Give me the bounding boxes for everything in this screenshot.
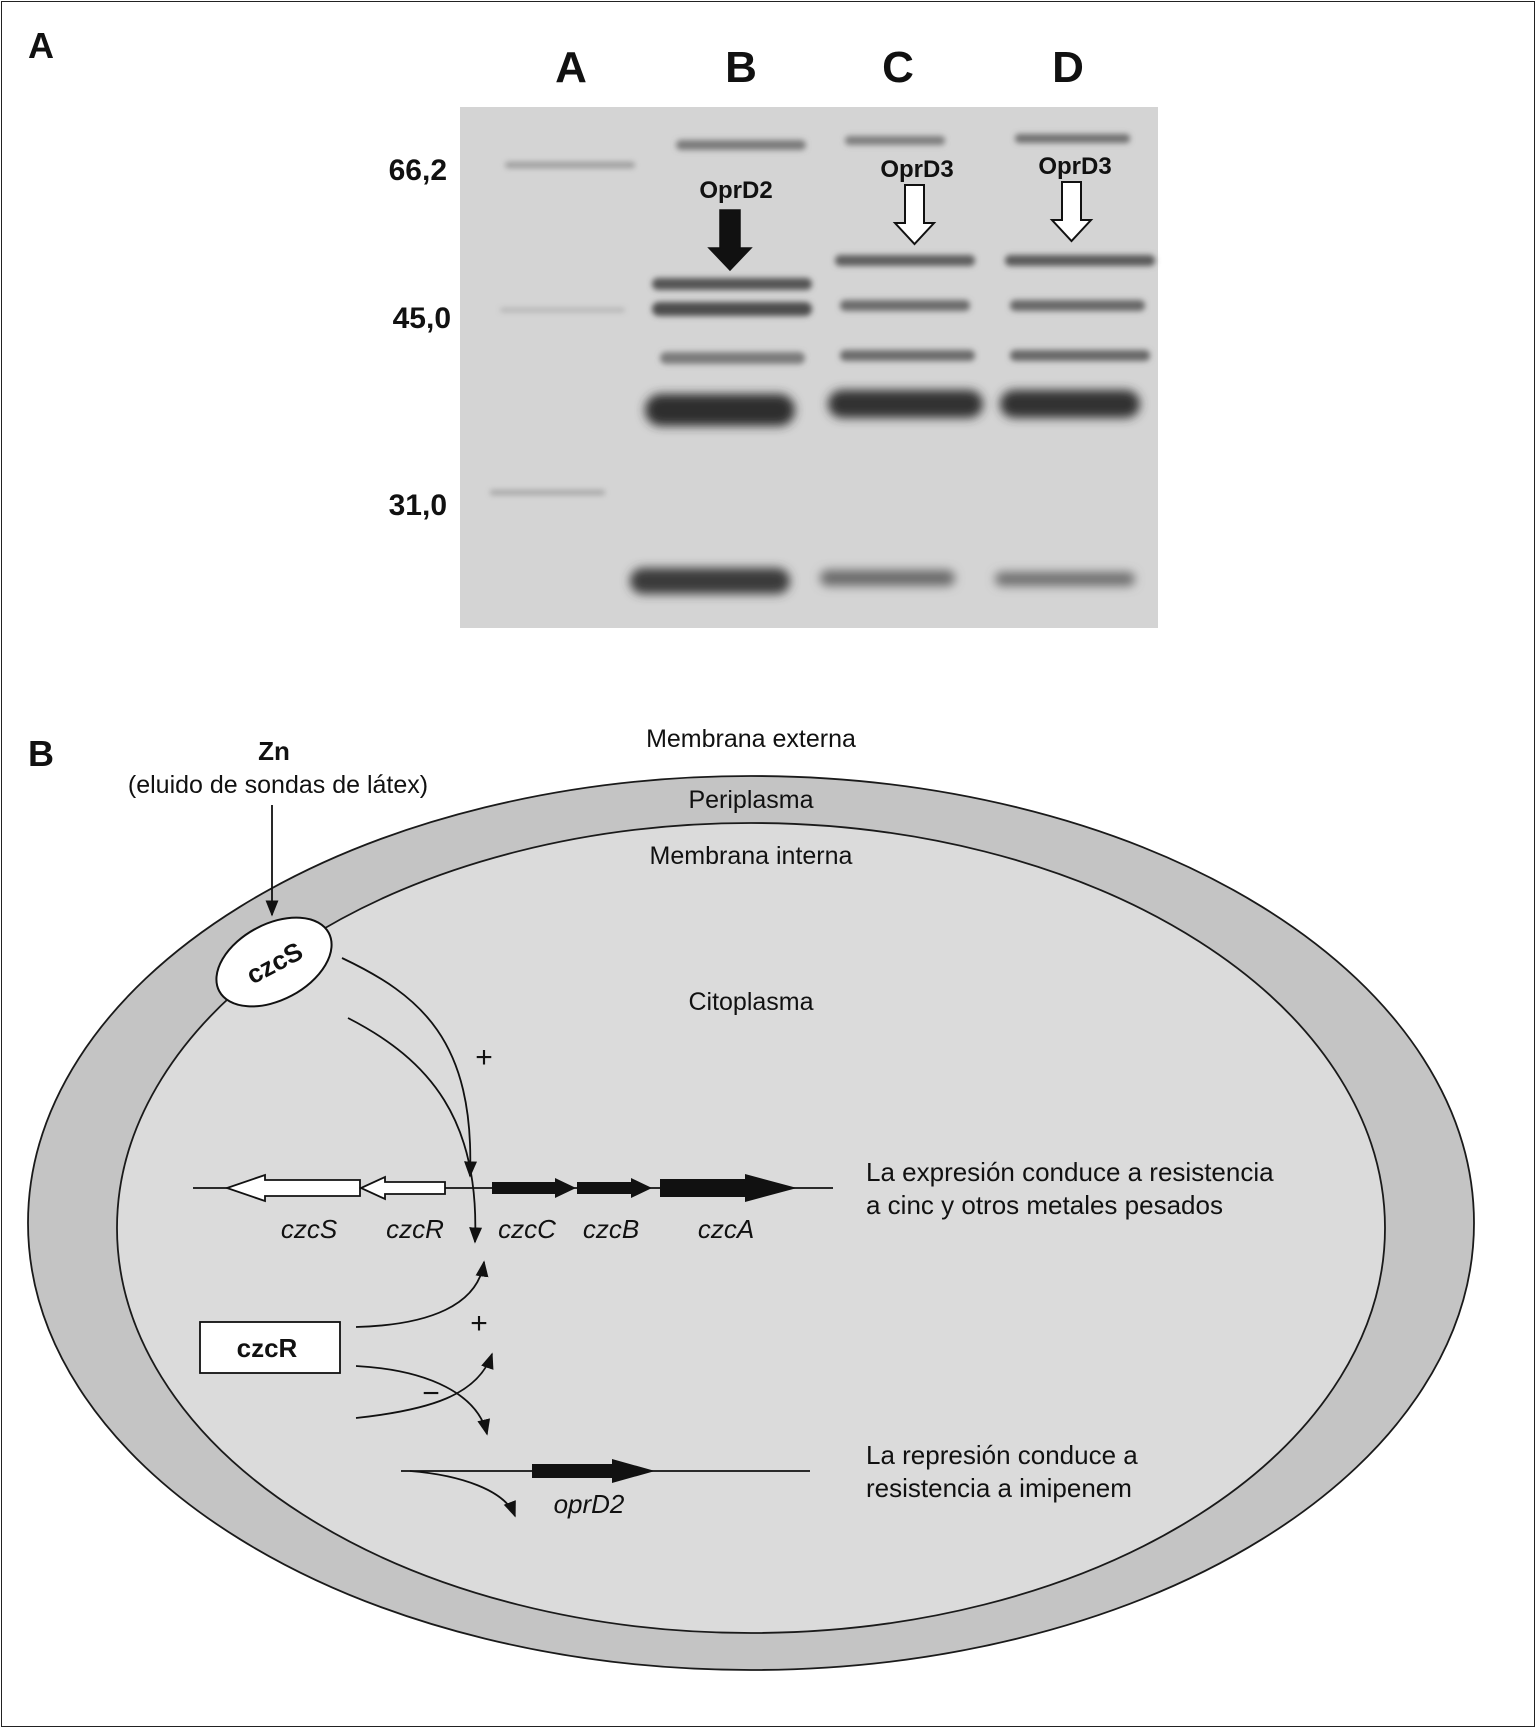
oprd3-band-label-c: OprD3	[880, 156, 953, 183]
band	[1005, 255, 1155, 266]
band	[490, 490, 605, 495]
band	[840, 300, 970, 311]
gene-label-oprd2: oprD2	[554, 1489, 625, 1519]
lane-label-d: D	[1052, 43, 1084, 92]
band	[505, 162, 635, 168]
zinc-source-label: (eluido de sondas de látex)	[128, 771, 428, 799]
gene-czcc-arrow	[492, 1178, 576, 1198]
gene-label-czcb: czcB	[583, 1214, 639, 1244]
band	[1000, 390, 1140, 418]
band	[835, 255, 975, 266]
lane-label-c: C	[882, 43, 914, 92]
activation-curve-2	[347, 1017, 483, 1244]
band	[828, 390, 983, 418]
czcr-repression-curve	[355, 1365, 491, 1436]
periplasm-label: Periplasma	[688, 786, 813, 814]
lane-label-b: B	[725, 43, 757, 92]
band	[652, 302, 812, 316]
band	[652, 278, 812, 290]
gel-image	[460, 107, 1158, 628]
activation-curve-1	[341, 957, 478, 1178]
gene-czcs-arrow	[224, 1173, 361, 1203]
repression-note-line-2: resistencia a imipenem	[866, 1473, 1132, 1503]
band	[500, 308, 625, 312]
gene-label-czcc: czcC	[498, 1214, 556, 1244]
oprd3-open-arrow-d	[1049, 181, 1094, 243]
activation-sign-top: +	[475, 1041, 493, 1074]
cytoplasm-label: Citoplasma	[688, 988, 813, 1016]
inner-membrane-label: Membrana interna	[650, 842, 853, 870]
band	[660, 352, 805, 364]
band	[845, 136, 945, 145]
oprd2-band-label: OprD2	[699, 177, 772, 204]
gene-oprd2-arrow	[532, 1459, 655, 1483]
gene-label-czca: czcA	[698, 1214, 754, 1244]
outer-membrane-label: Membrana externa	[646, 725, 856, 753]
expression-note-line-1: La expresión conduce a resistencia	[866, 1157, 1274, 1187]
zinc-label: Zn	[258, 736, 290, 766]
expression-note-line-2: a cinc y otros metales pesados	[866, 1190, 1223, 1220]
gene-label-czcs: czcS	[281, 1214, 338, 1244]
band	[630, 568, 790, 594]
oprd3-band-label-d: OprD3	[1038, 153, 1111, 180]
band	[995, 572, 1135, 586]
band	[820, 570, 955, 586]
band	[840, 350, 975, 361]
czcr-activation-curve	[355, 1260, 489, 1328]
gene-czcb-arrow	[577, 1178, 652, 1198]
marker-45: 45,0	[393, 302, 451, 335]
oprd3-open-arrow-c	[892, 184, 937, 246]
band	[676, 140, 806, 150]
marker-31: 31,0	[389, 489, 447, 522]
lane-label-a: A	[555, 43, 587, 92]
repression-note-line-1: La represión conduce a	[866, 1440, 1138, 1470]
gene-czca-arrow	[660, 1174, 797, 1202]
czcr-activation-curve-2	[355, 1352, 494, 1419]
czcr-regulator: czcR	[199, 1321, 341, 1374]
band	[645, 394, 795, 426]
czcs-sensor: czcS	[215, 916, 333, 1008]
repression-sign: −	[422, 1377, 440, 1410]
band	[1010, 300, 1145, 311]
oprd2-repressed-transcription	[409, 1470, 516, 1518]
gene-label-czcr: czcR	[386, 1214, 444, 1244]
panel-a-label: A	[28, 25, 54, 66]
marker-66: 66,2	[389, 154, 447, 187]
band	[1010, 350, 1150, 361]
gene-czcr-arrow	[358, 1175, 446, 1201]
panel-b-label: B	[28, 733, 54, 774]
oprd2-filled-arrow	[707, 209, 753, 272]
czcr-regulator-label: czcR	[237, 1333, 298, 1363]
activation-sign-middle: +	[470, 1307, 488, 1340]
band	[1015, 134, 1130, 143]
